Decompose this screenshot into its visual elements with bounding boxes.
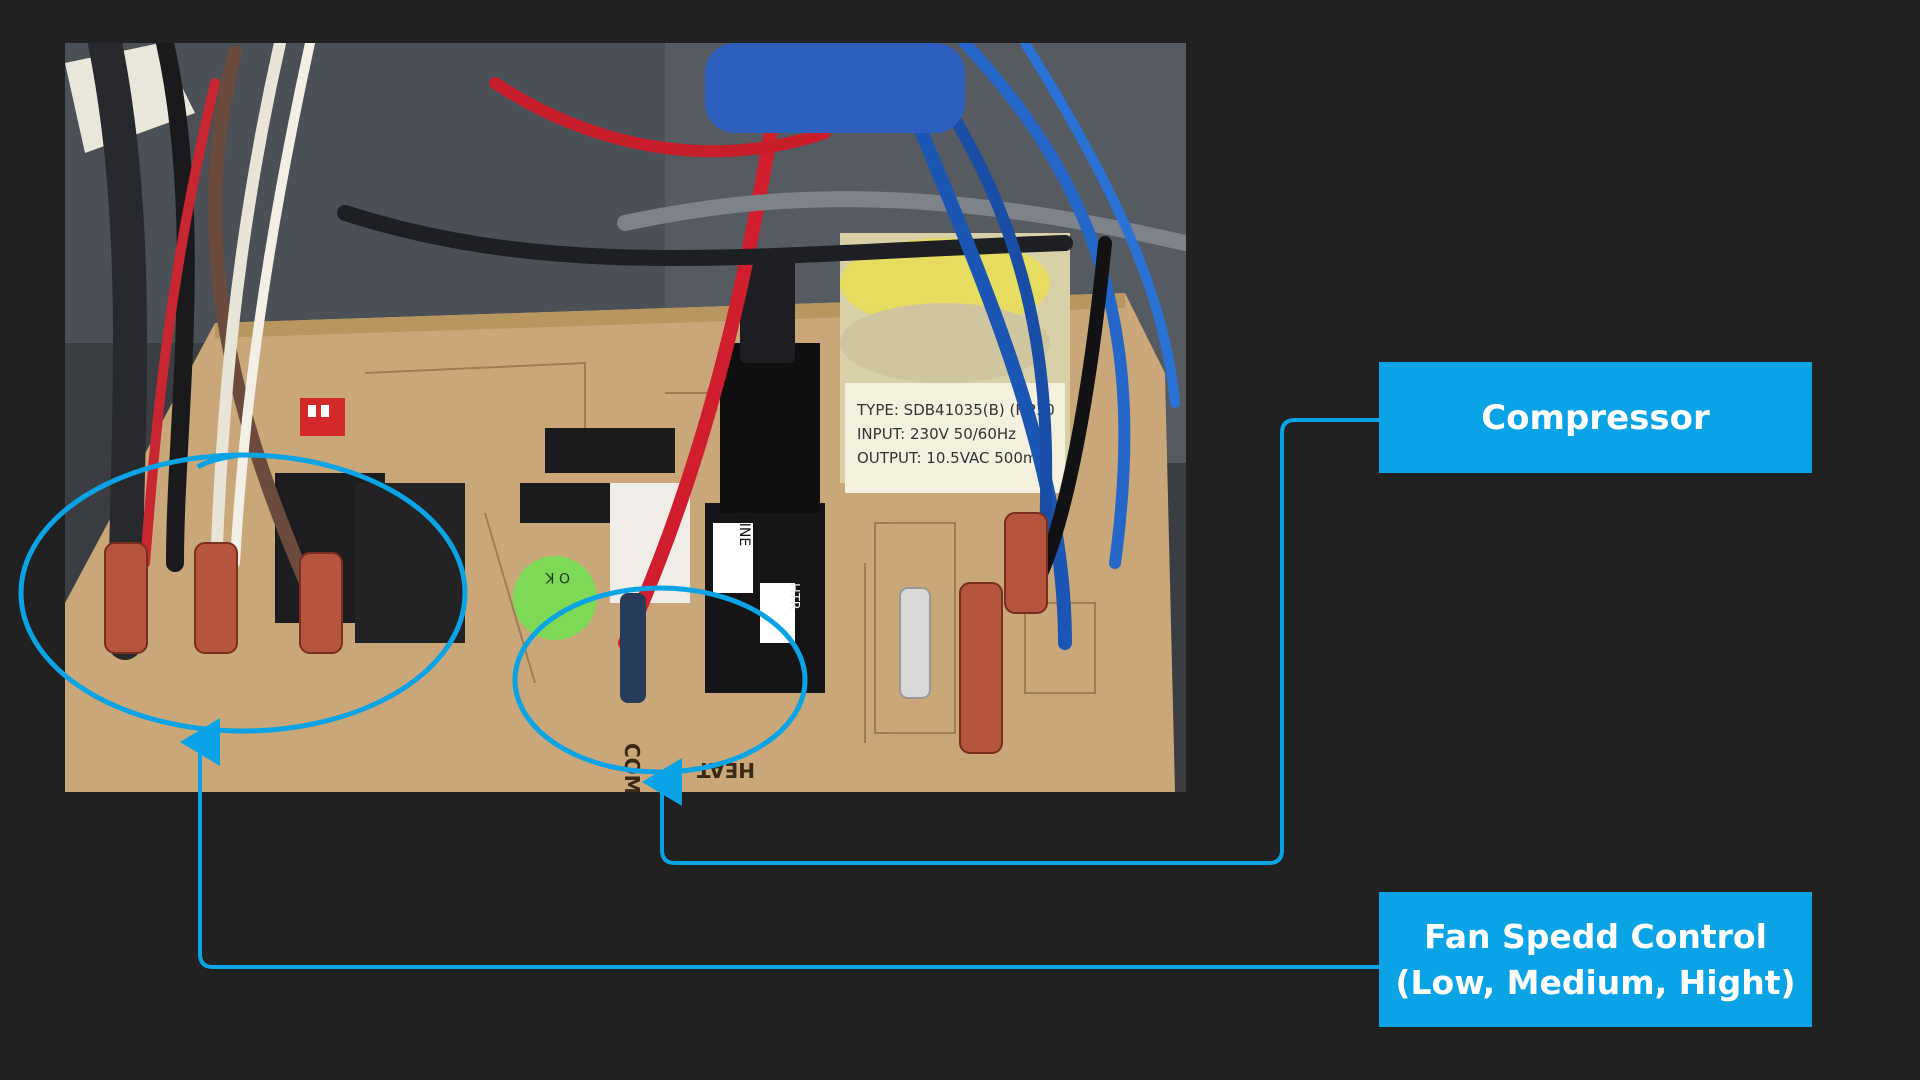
transformer-output-text: OUTPUT: 10.5VAC 500m — [857, 449, 1038, 467]
ok-sticker-text: O K — [545, 569, 570, 585]
transformer-input-text: INPUT: 230V 50/60Hz — [857, 425, 1016, 443]
transformer-type-text: TYPE: SDB41035(B) (HP10 — [856, 401, 1055, 419]
fan-speed-label: Fan Spedd Control (Low, Medium, Hight) — [1379, 892, 1812, 1027]
compressor-label-text: Compressor — [1481, 397, 1710, 438]
fan-speed-label-line2: (Low, Medium, Hight) — [1395, 962, 1796, 1002]
control-board-photo: TYPE: SDB41035(B) (HP10 INPUT: 230V 50/6… — [65, 43, 1186, 792]
heat-silkscreen: HEAT — [697, 758, 755, 782]
comp-silkscreen: COMP — [620, 743, 644, 792]
htr-label-text: HTR — [786, 583, 801, 610]
compressor-label: Compressor — [1379, 362, 1812, 473]
line-label-text: LINE — [736, 515, 752, 546]
fan-speed-label-line1: Fan Spedd Control — [1424, 916, 1767, 956]
